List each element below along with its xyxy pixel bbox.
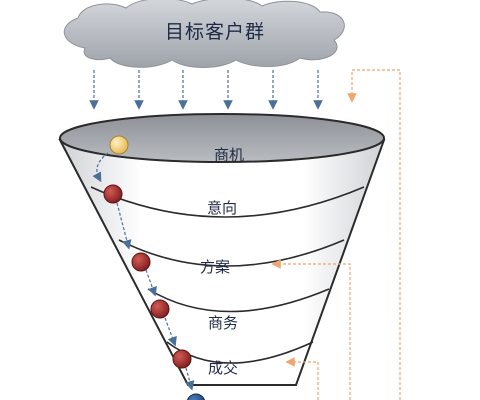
stage-label-4: 商务 xyxy=(208,314,238,332)
progression-arrows xyxy=(92,152,195,391)
feedback-arrow-to-deal xyxy=(285,357,319,400)
inflow-arrows xyxy=(89,70,323,110)
stage-divider xyxy=(147,288,330,313)
stage-divider xyxy=(118,239,345,267)
feedback-loops xyxy=(271,69,401,400)
progression-arrow xyxy=(185,367,195,391)
stage-label-5: 成交 xyxy=(208,359,238,377)
customer-marker-won xyxy=(186,393,206,400)
customer-marker xyxy=(150,299,170,319)
cloud-label: 目标客户群 xyxy=(165,21,265,43)
customer-marker xyxy=(172,349,192,369)
funnel xyxy=(58,113,386,386)
feedback-arrow-to-solution xyxy=(271,259,351,400)
customer-marker xyxy=(103,184,123,204)
customer-markers xyxy=(103,135,206,400)
progression-arrow xyxy=(145,269,157,297)
stage-label-1: 商机 xyxy=(214,146,244,164)
customer-marker-lead xyxy=(109,135,129,155)
funnel-mouth xyxy=(59,113,385,163)
stage-divider xyxy=(90,186,365,218)
progression-arrow xyxy=(92,152,109,183)
stage-label-2: 意向 xyxy=(207,199,237,217)
cloud-shape xyxy=(63,0,345,68)
target-customers-cloud: 目标客户群 xyxy=(63,0,345,68)
stage-labels: 商机 意向 方案 商务 成交 xyxy=(200,146,244,377)
feedback-arrow-to-top xyxy=(347,69,401,400)
stage-label-3: 方案 xyxy=(200,258,230,276)
progression-arrow xyxy=(116,202,132,250)
progression-arrow xyxy=(164,317,177,347)
customer-marker xyxy=(131,252,151,272)
